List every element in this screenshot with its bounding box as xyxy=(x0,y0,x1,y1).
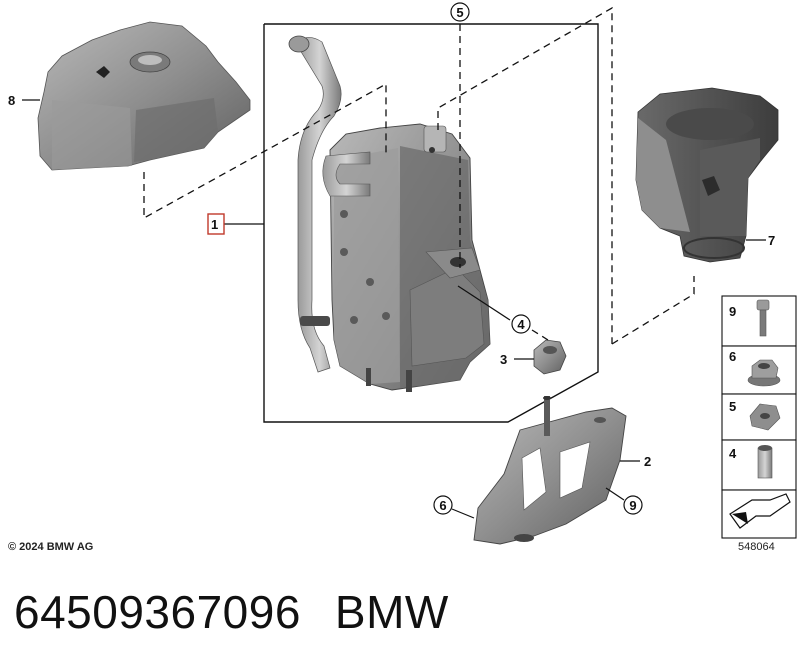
callout-6: 6 xyxy=(439,498,446,513)
legend-item-6: 6 xyxy=(729,349,736,364)
callout-5: 5 xyxy=(456,5,463,20)
copyright-text: © 2024 BMW AG xyxy=(8,541,94,553)
part-3-nut xyxy=(533,339,567,375)
callout-9: 9 xyxy=(629,498,636,513)
sleeve-icon xyxy=(757,445,773,479)
callout-1: 1 xyxy=(211,217,218,232)
callout-2: 2 xyxy=(644,454,651,469)
diagram-id: 548064 xyxy=(738,541,775,553)
bolt-icon xyxy=(756,299,770,337)
part-8-cover xyxy=(37,21,251,171)
legend-panel: 9 6 5 4 xyxy=(721,295,797,539)
part-1-main-unit xyxy=(288,35,491,392)
part-2-bracket xyxy=(473,396,627,545)
callout-4: 4 xyxy=(517,317,525,332)
callout-7: 7 xyxy=(768,233,775,248)
legend-item-4: 4 xyxy=(729,446,737,461)
brand-name: BMW xyxy=(334,586,449,638)
callout-5-circle: 5 xyxy=(450,2,470,22)
callout-1-box xyxy=(207,213,225,235)
arrow-icon xyxy=(729,493,791,529)
cage-nut-icon xyxy=(749,403,781,431)
solid-leader-lines xyxy=(22,99,766,519)
part-7-holder xyxy=(635,87,779,263)
flange-nut-icon xyxy=(747,359,781,387)
legend-item-5: 5 xyxy=(729,399,736,414)
callout-3: 3 xyxy=(500,352,507,367)
callout-4-circle: 4 xyxy=(511,314,531,334)
callout-6-circle: 6 xyxy=(433,495,453,515)
part-caption: 64509367096 BMW xyxy=(14,585,483,639)
dashed-leader-lines xyxy=(143,6,695,345)
callout-9-circle: 9 xyxy=(623,495,643,515)
legend-item-9: 9 xyxy=(729,304,736,319)
assembly-frame xyxy=(263,23,599,423)
part-number: 64509367096 xyxy=(14,586,301,638)
callout-8: 8 xyxy=(8,93,15,108)
